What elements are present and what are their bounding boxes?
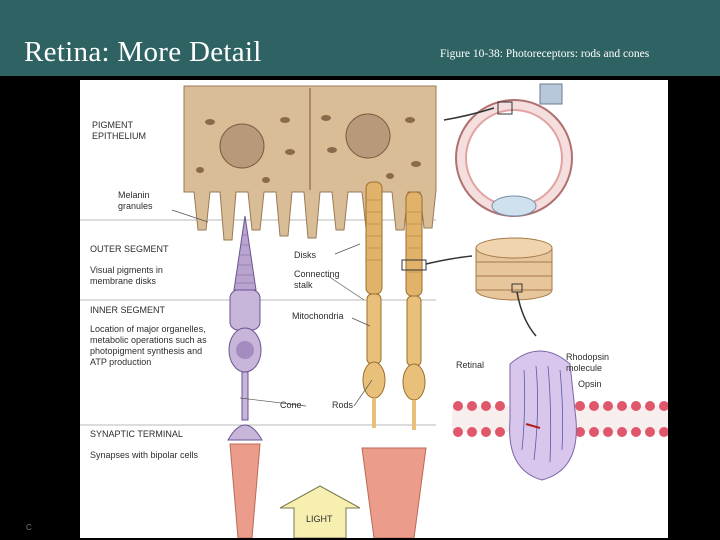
label-cone: Cone [280, 400, 302, 410]
cone-cell [227, 215, 263, 441]
leader-lines [171, 209, 373, 407]
eyeball-inset [443, 83, 573, 217]
label-inner-segment: INNER SEGMENT [90, 305, 166, 315]
disk-stack-inset [401, 237, 553, 301]
label-synaptic: SYNAPTIC TERMINAL [90, 429, 183, 439]
label-melanin-1: Melanin [118, 190, 150, 200]
label-melanin-2: granules [118, 201, 153, 211]
light-arrow [279, 485, 361, 538]
label-location-4: ATP production [90, 357, 151, 367]
pigment-epithelium [183, 85, 437, 241]
label-outer-segment: OUTER SEGMENT [90, 244, 169, 254]
slide-title: Retina: More Detail [24, 36, 262, 68]
label-retinal: Retinal [456, 360, 484, 370]
label-location-2: metabolic operations such as [90, 335, 207, 345]
rod-cells [362, 181, 426, 430]
label-mitochondria: Mitochondria [292, 311, 344, 321]
figure-illustration: PIGMENT EPITHELIUM Melanin granules OUTE… [80, 83, 668, 538]
figure-caption: Figure 10-38: Photoreceptors: rods and c… [440, 48, 650, 60]
label-pigment-2: EPITHELIUM [92, 131, 146, 141]
label-connecting-1: Connecting [294, 269, 340, 279]
lipid-heads-top [453, 401, 668, 411]
label-light: LIGHT [306, 514, 333, 524]
lipid-heads-bottom [453, 427, 668, 437]
label-connecting-2: stalk [294, 280, 313, 290]
label-visual-1: Visual pigments in [90, 265, 163, 275]
label-visual-2: membrane disks [90, 276, 157, 286]
label-pigment-1: PIGMENT [92, 120, 134, 130]
label-location-1: Location of major organelles, [90, 324, 206, 334]
label-rods: Rods [332, 400, 354, 410]
label-opsin: Opsin [578, 379, 602, 389]
label-location-3: photopigment synthesis and [90, 346, 202, 356]
bipolar-cells [229, 443, 427, 538]
title-bar [0, 0, 720, 76]
label-rhodopsin-1: Rhodopsin [566, 352, 609, 362]
membrane-inset [452, 283, 668, 481]
label-synapses: Synapses with bipolar cells [90, 450, 199, 460]
photoreceptor-figure: PIGMENT EPITHELIUM Melanin granules OUTE… [80, 80, 668, 538]
copyright-mark: C [26, 523, 32, 532]
label-disks: Disks [294, 250, 316, 260]
label-rhodopsin-2: molecule [566, 363, 602, 373]
